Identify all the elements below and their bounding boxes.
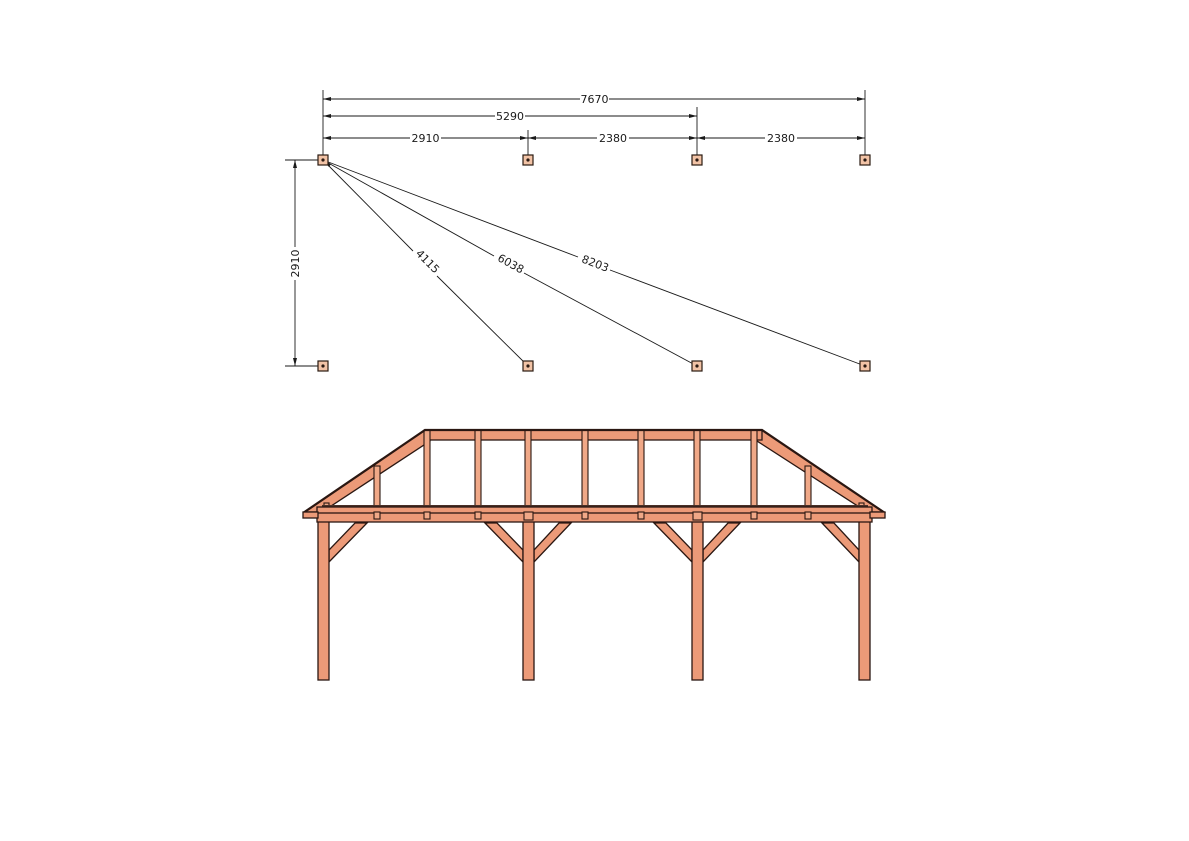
dimension-overall-length: 7670 bbox=[323, 93, 865, 106]
dimension-diagonal-2: 6038 bbox=[322, 159, 698, 367]
roof-outline bbox=[302, 428, 886, 514]
dim-label-span-1: 2910 bbox=[412, 132, 440, 145]
dim-label-diagonal-1: 4115 bbox=[413, 247, 442, 276]
plan-post bbox=[522, 154, 534, 166]
plan-posts bbox=[317, 154, 871, 372]
plan-post bbox=[522, 360, 534, 372]
dimension-span-3: 2380 bbox=[697, 132, 865, 145]
dimension-partial-length: 5290 bbox=[323, 110, 697, 123]
hip-rafters bbox=[302, 429, 887, 513]
knee-braces bbox=[328, 522, 860, 564]
plan-post bbox=[317, 154, 329, 166]
dimension-span-1: 2910 bbox=[323, 132, 528, 145]
dim-label-span-3: 2380 bbox=[767, 132, 795, 145]
dim-label-span-2: 2380 bbox=[599, 132, 627, 145]
post bbox=[317, 518, 330, 681]
elevation-posts bbox=[317, 518, 871, 681]
front-elevation bbox=[302, 428, 887, 681]
dim-label-diagonal-3: 8203 bbox=[580, 253, 611, 275]
dim-label-partial-length: 5290 bbox=[496, 110, 524, 123]
plan-view: 7670 5290 2910 2380 bbox=[285, 90, 871, 372]
plan-post bbox=[691, 360, 703, 372]
eave-beam bbox=[316, 512, 873, 523]
eave-end-left bbox=[302, 511, 319, 519]
dim-label-diagonal-2: 6038 bbox=[495, 251, 526, 276]
plan-post bbox=[859, 154, 871, 166]
dimension-span-2: 2380 bbox=[528, 132, 697, 145]
dimension-width: 2910 bbox=[285, 159, 318, 367]
plan-post bbox=[317, 360, 329, 372]
eave-end-right bbox=[869, 511, 886, 519]
dim-label-overall-length: 7670 bbox=[581, 93, 609, 106]
post bbox=[858, 518, 871, 681]
plan-post bbox=[691, 154, 703, 166]
post bbox=[691, 518, 704, 681]
post bbox=[522, 518, 535, 681]
dim-label-width: 2910 bbox=[289, 250, 302, 278]
dimension-diagonal-3: 8203 bbox=[322, 159, 866, 367]
stud-feet bbox=[373, 511, 812, 521]
plan-post bbox=[859, 360, 871, 372]
